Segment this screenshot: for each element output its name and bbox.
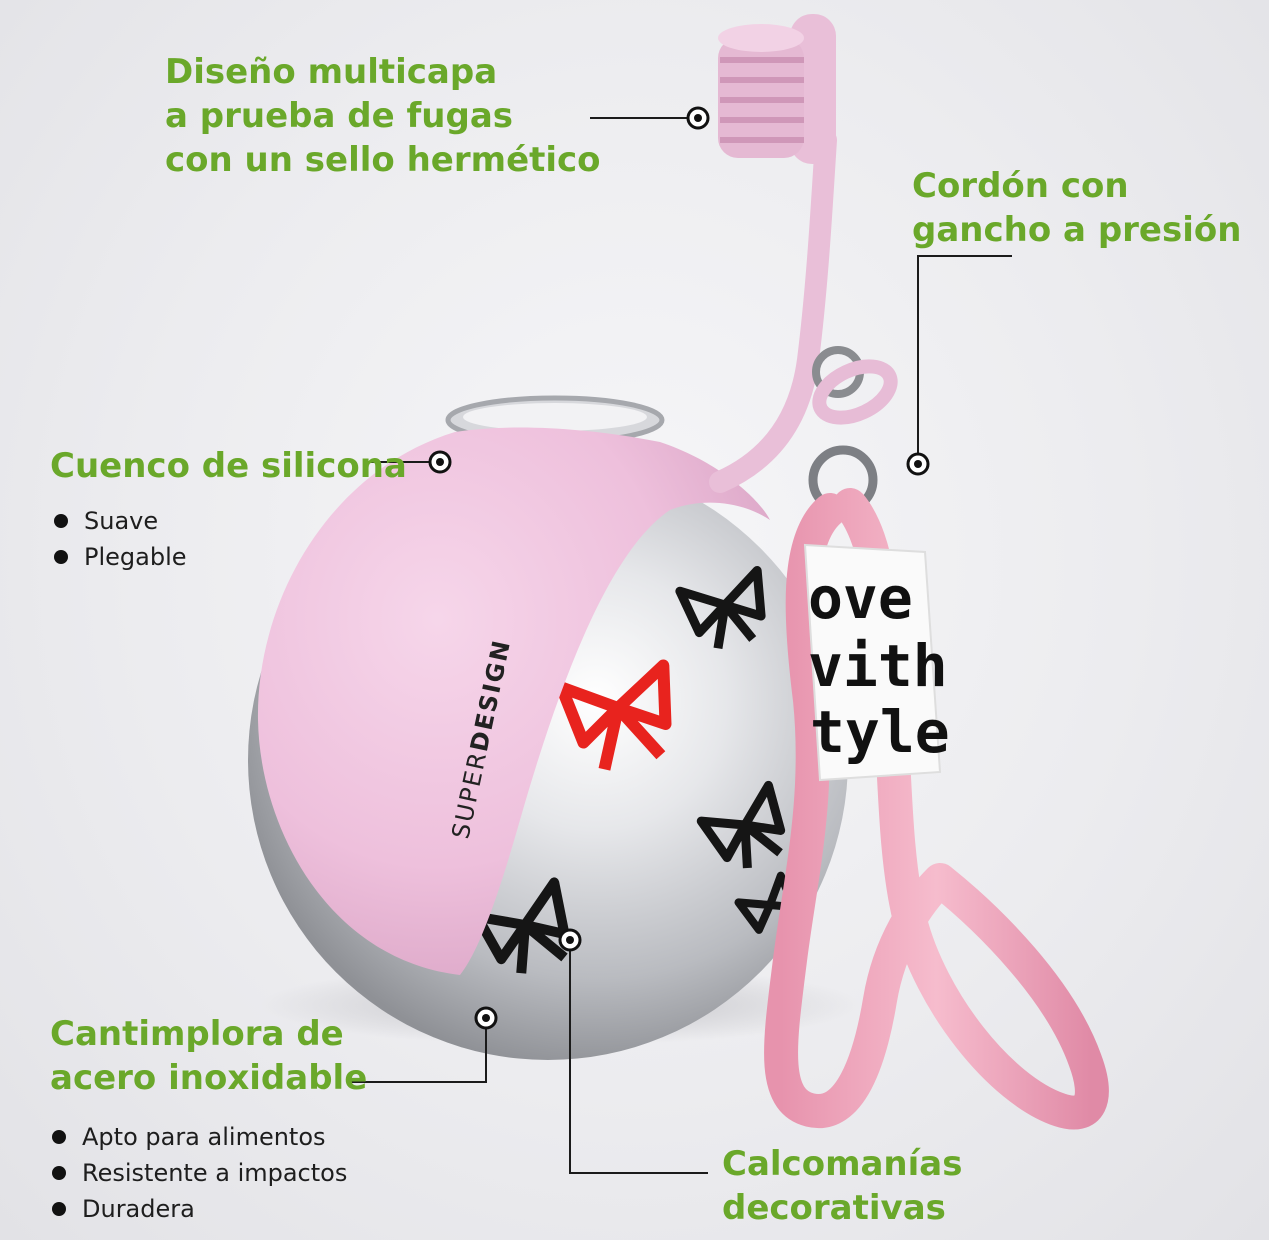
callout-seal-line: con un sello hermético	[165, 140, 601, 180]
marker-dot	[686, 106, 710, 130]
callout-seal: Diseño multicapa a prueba de fugas con u…	[165, 50, 601, 182]
silicone-bowl	[257, 427, 771, 975]
callout-decals: Calcomanías decorativas	[722, 1142, 962, 1230]
callout-lanyard-line: gancho a presión	[912, 210, 1242, 250]
marker-dot	[558, 928, 582, 952]
cap-tether	[709, 129, 837, 493]
leader-line-canteen	[348, 1018, 487, 1083]
callout-lanyard: Cordón con gancho a presión	[912, 164, 1241, 252]
marker-dot	[906, 452, 930, 476]
callout-markers	[428, 106, 930, 1030]
leader-line-decals	[569, 940, 708, 1174]
callout-decals-line: decorativas	[722, 1188, 946, 1228]
bow-decal-red	[555, 659, 672, 771]
callout-decals-line: Calcomanías	[722, 1144, 963, 1184]
threaded-cap	[718, 14, 836, 164]
strap-label-line: vith	[808, 632, 948, 700]
callout-bowl: Cuenco de silicona	[50, 444, 407, 488]
bowl-feature-list: Suave Plegable	[52, 503, 187, 575]
marker-dot	[428, 450, 452, 474]
bow-decal	[675, 565, 766, 650]
list-item: Suave	[52, 503, 187, 539]
canteen-feature-list: Apto para alimentos Resistente a impacto…	[50, 1119, 347, 1227]
callout-bowl-title: Cuenco de silicona	[50, 446, 407, 486]
bow-decal	[472, 877, 570, 974]
list-item: Apto para alimentos	[50, 1119, 347, 1155]
callout-seal-line: Diseño multicapa	[165, 52, 498, 92]
callout-canteen-line: acero inoxidable	[50, 1058, 368, 1098]
marker-dot	[474, 1006, 498, 1030]
callout-seal-line: a prueba de fugas	[165, 96, 514, 136]
strap-label-line: ove	[808, 564, 913, 632]
lanyard-strap	[764, 488, 1109, 1130]
list-item: Plegable	[52, 539, 187, 575]
list-item: Resistente a impactos	[50, 1155, 347, 1191]
list-item: Duradera	[50, 1191, 347, 1227]
callout-canteen-line: Cantimplora de	[50, 1014, 344, 1054]
callout-leaders	[348, 117, 1012, 1174]
callout-lanyard-line: Cordón con	[912, 166, 1129, 206]
strap-label-line: tyle	[810, 698, 950, 766]
bow-decal	[696, 780, 786, 869]
pink-loop	[812, 359, 898, 425]
leader-line-lanyard	[917, 255, 1012, 462]
strap-label: ove vith tyle	[803, 543, 950, 782]
callout-canteen: Cantimplora de acero inoxidable	[50, 1012, 367, 1100]
